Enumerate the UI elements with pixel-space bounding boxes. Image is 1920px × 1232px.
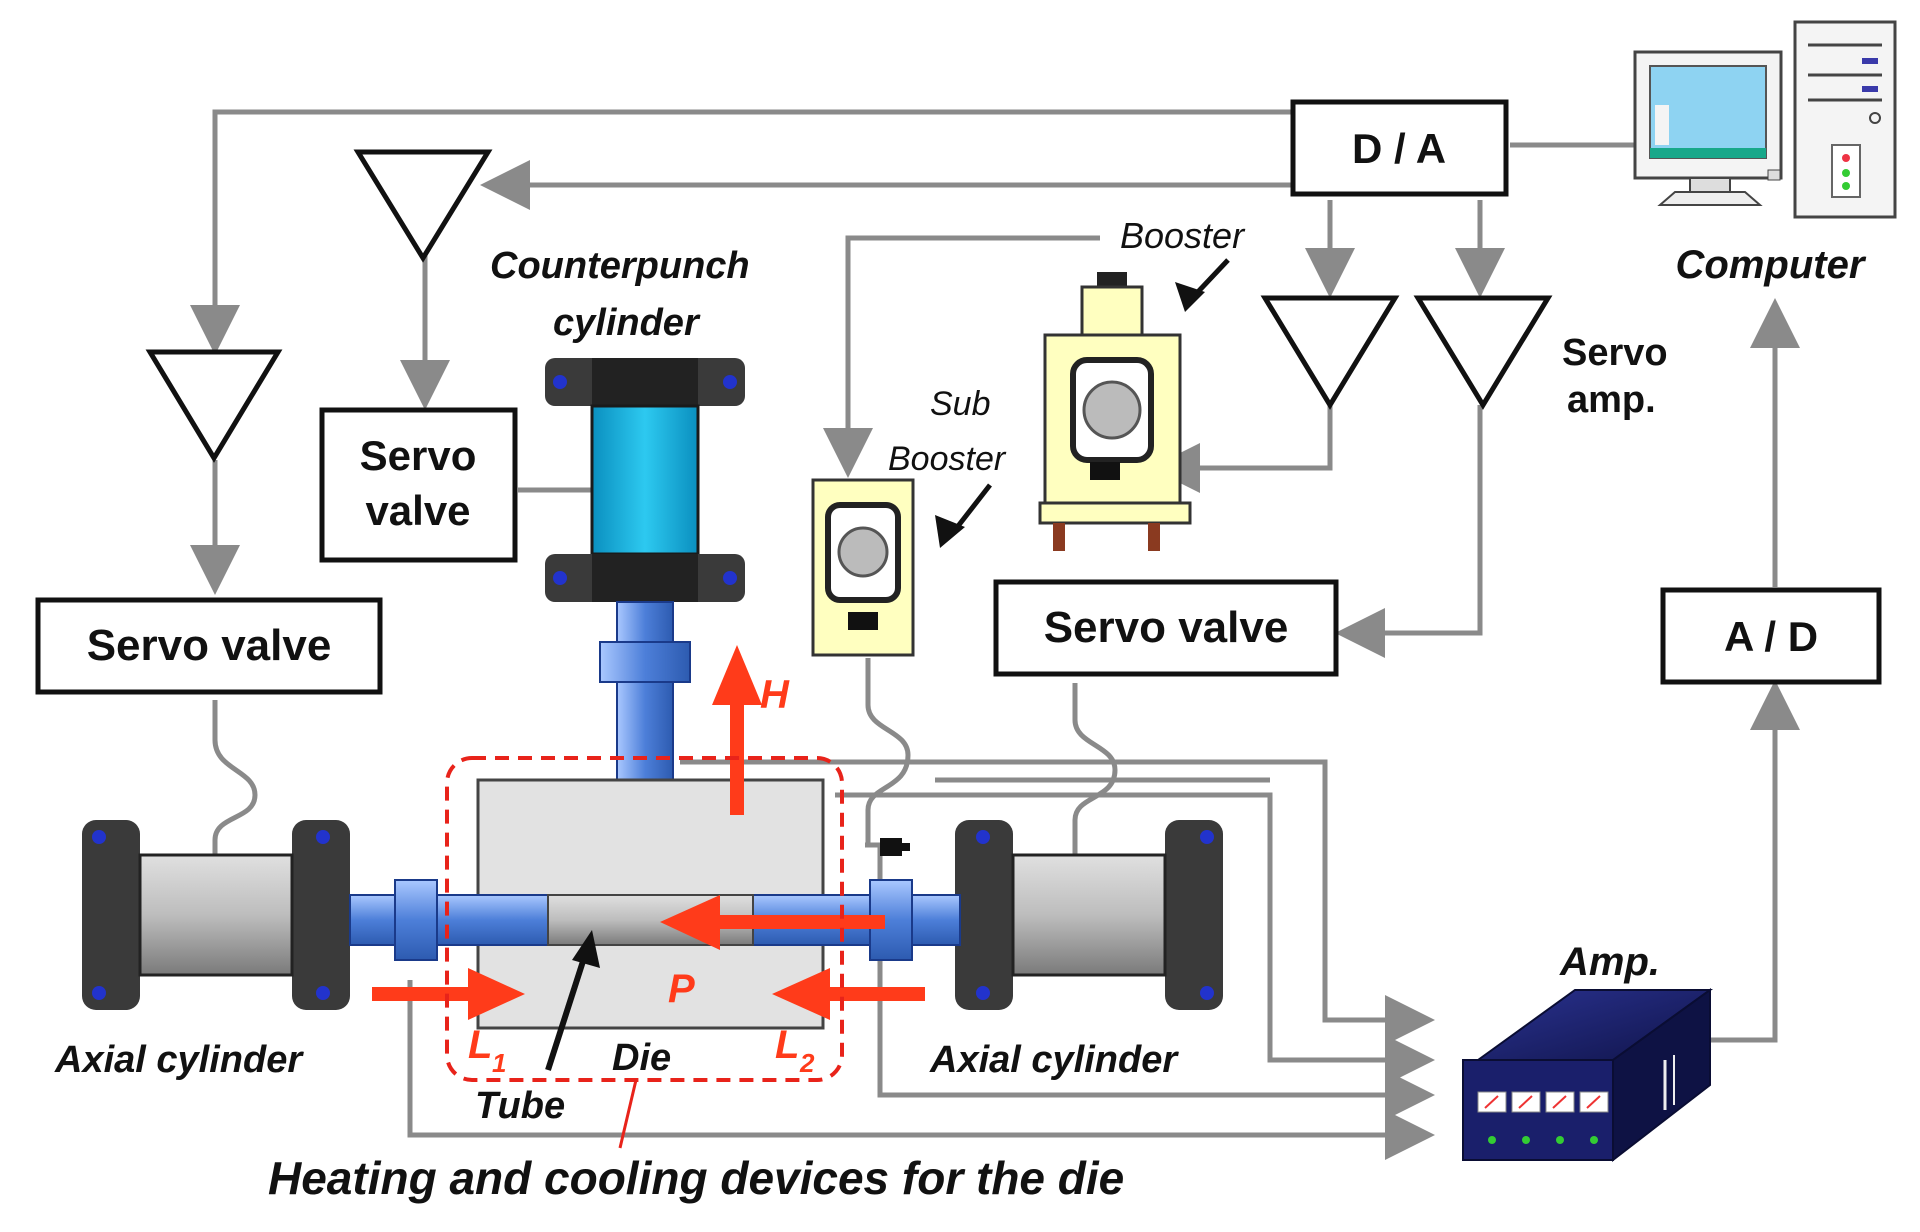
axial-cylinder-right-icon bbox=[955, 820, 1223, 1010]
axial-cylinder-left-label: Axial cylinder bbox=[54, 1039, 304, 1081]
booster-pointer-arrow bbox=[1175, 258, 1230, 312]
signal-lines bbox=[190, 109, 1800, 1160]
servo-valve-left-box: Servo valve bbox=[35, 597, 383, 695]
amplifier-icon bbox=[1462, 988, 1714, 1163]
servo-valve-right-box: Servo valve bbox=[993, 579, 1339, 677]
axial-cylinder-left-icon bbox=[82, 820, 350, 1010]
caption-leader-line bbox=[618, 1079, 638, 1149]
servo-valve-top-label-1: Servo bbox=[360, 432, 477, 479]
sub-booster-label-2: Booster bbox=[888, 440, 1007, 478]
sub-booster-icon bbox=[811, 478, 915, 657]
servo-amp-label-2: amp. bbox=[1567, 379, 1656, 421]
amp-triangle-icon bbox=[1413, 295, 1553, 410]
caption-heating-cooling: Heating and cooling devices for the die bbox=[268, 1152, 1124, 1204]
amp-triangle-icon bbox=[353, 149, 493, 263]
computer-label: Computer bbox=[1676, 243, 1867, 287]
servo-valve-top-box: Servo valve bbox=[319, 407, 518, 563]
servo-amp-label-1: Servo bbox=[1562, 332, 1668, 374]
counterpunch-label-2: cylinder bbox=[553, 302, 701, 344]
servo-amp-triangle-icons bbox=[145, 149, 1553, 463]
ad-converter-box: A / D bbox=[1660, 587, 1882, 685]
force-l1-label: L bbox=[468, 1023, 492, 1067]
amp-triangle-icon bbox=[145, 349, 283, 463]
sub-booster-pointer-arrow bbox=[935, 483, 992, 548]
heating-zone-outline bbox=[445, 756, 844, 1082]
da-converter-box: D / A bbox=[1290, 99, 1509, 197]
servo-valve-right-label: Servo valve bbox=[1044, 603, 1289, 652]
horizontal-tube-assembly bbox=[349, 879, 961, 961]
counterpunch-label-1: Counterpunch bbox=[490, 245, 750, 287]
da-label: D / A bbox=[1352, 125, 1446, 172]
booster-label: Booster bbox=[1120, 215, 1246, 256]
sub-booster-label-1: Sub bbox=[930, 385, 991, 423]
force-l2-subscript: 2 bbox=[799, 1048, 815, 1078]
amp-triangle-icon bbox=[1260, 295, 1400, 410]
amp-label: Amp. bbox=[1559, 940, 1660, 984]
tube-label: Tube bbox=[475, 1085, 565, 1127]
force-l2-label: L bbox=[775, 1023, 799, 1067]
die-label: Die bbox=[612, 1037, 671, 1079]
force-h-label: H bbox=[760, 673, 790, 717]
force-l1-subscript: 1 bbox=[492, 1048, 506, 1078]
axial-cylinder-right-label: Axial cylinder bbox=[929, 1039, 1179, 1081]
servo-valve-top-label-2: valve bbox=[365, 487, 470, 534]
servo-valve-left-label: Servo valve bbox=[87, 621, 332, 670]
booster-icon bbox=[1038, 272, 1192, 551]
computer-icon bbox=[1633, 20, 1897, 219]
ad-label: A / D bbox=[1724, 613, 1818, 660]
pressure-sensor-icon bbox=[880, 838, 910, 856]
tube-pointer-arrow bbox=[545, 930, 600, 1071]
force-p-label: P bbox=[668, 967, 695, 1011]
